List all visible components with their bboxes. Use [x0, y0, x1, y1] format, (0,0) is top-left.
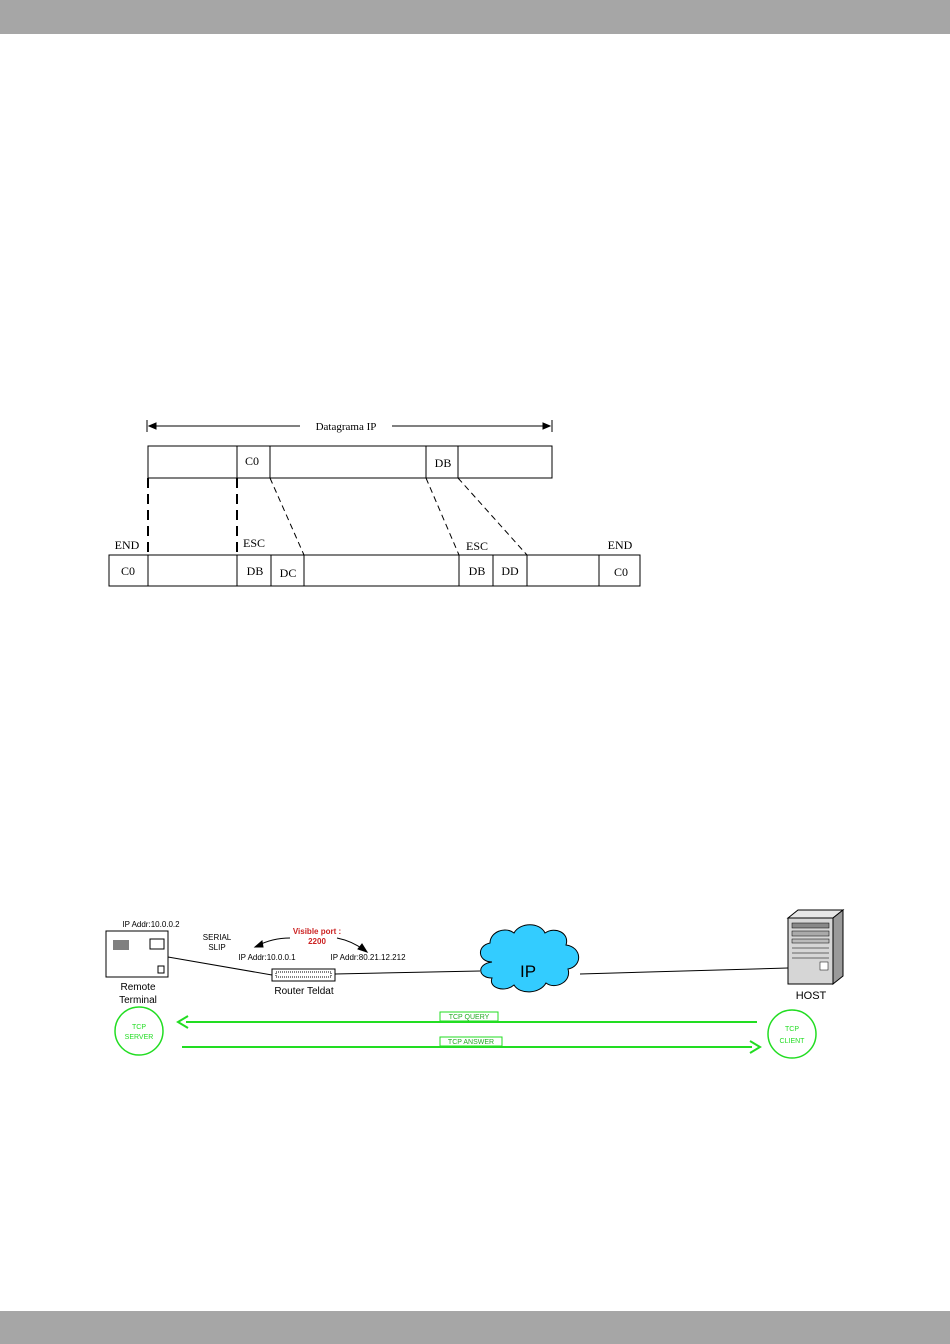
host-server-icon — [788, 910, 843, 984]
tcp-server-label-2: SERVER — [125, 1034, 154, 1041]
cloud-label: IP — [520, 962, 536, 981]
visible-port-label: Visible port : — [293, 927, 341, 936]
router-ip-lan: IP Addr:10.0.0.1 — [238, 953, 296, 962]
serial-label-2: SLIP — [208, 943, 225, 952]
tcp-query-label: TCP QUERY — [449, 1014, 490, 1021]
host-link-line — [580, 968, 788, 974]
remote-label-2: Terminal — [119, 995, 157, 1006]
tcp-client-label-2: CLIENT — [780, 1038, 806, 1045]
tcp-server-badge — [115, 1007, 163, 1055]
router-ip-wan: IP Addr:80.21.12.212 — [330, 953, 406, 962]
remote-ip-label: IP Addr:10.0.0.2 — [122, 920, 180, 929]
router-device — [272, 969, 335, 981]
ip-cloud-icon — [480, 925, 578, 992]
host-label: HOST — [796, 990, 827, 1002]
tcp-client-label-1: TCP — [785, 1026, 799, 1033]
remote-terminal-device — [106, 931, 168, 977]
router-label: Router Teldat — [274, 986, 334, 997]
tcp-client-badge — [768, 1010, 816, 1058]
wan-link-line — [335, 971, 480, 974]
visible-port-number: 2200 — [308, 937, 326, 946]
remote-label-1: Remote — [120, 982, 155, 993]
page-footer-band — [0, 1311, 950, 1344]
serial-label-1: SERIAL — [203, 933, 232, 942]
tcp-server-label-1: TCP — [132, 1024, 146, 1031]
tcp-answer-label: TCP ANSWER — [448, 1039, 494, 1046]
